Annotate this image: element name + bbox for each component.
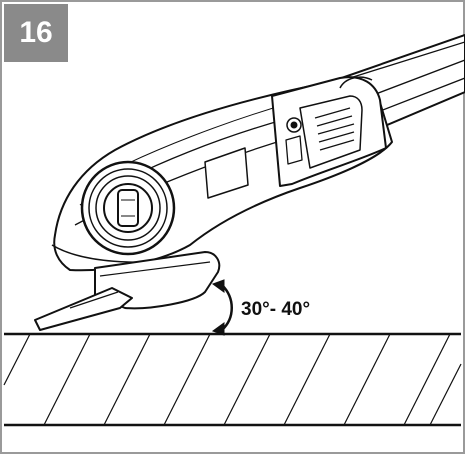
angle-label: 30°- 40° xyxy=(241,299,310,320)
clamp-knob-icon xyxy=(80,160,176,256)
side-label-window xyxy=(204,147,249,199)
scraper-blade xyxy=(34,287,133,331)
figure-number-badge: 16 xyxy=(4,4,68,62)
work-surface xyxy=(3,332,462,427)
angle-arrow-icon xyxy=(211,279,233,336)
multitool-body xyxy=(34,34,465,331)
surface-hatching xyxy=(3,333,462,426)
